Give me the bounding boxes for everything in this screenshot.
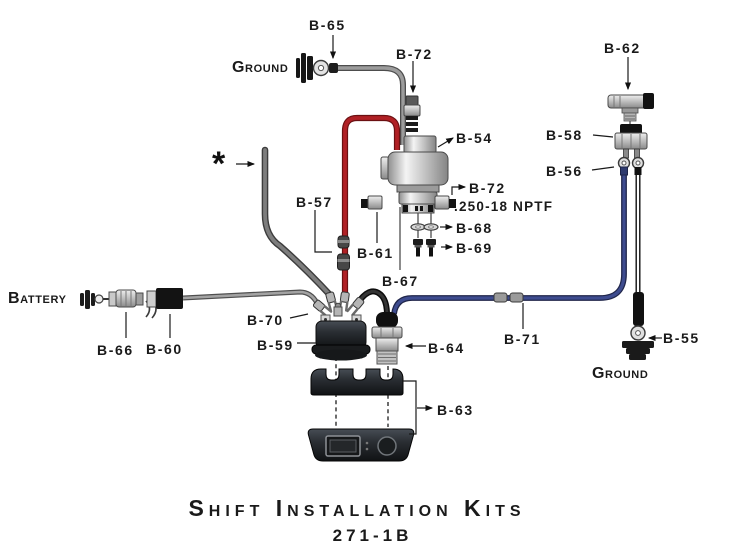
ground-wire-top	[338, 65, 406, 145]
diagram-model-number: 271-1B	[332, 526, 413, 545]
b60-connector	[146, 288, 183, 309]
battery-terminal	[80, 290, 110, 309]
label-b68: B-68	[456, 220, 493, 236]
label-b63: B-63	[437, 402, 474, 418]
b56-leader	[591, 166, 615, 171]
label-b54: B-54	[456, 130, 493, 146]
b72-fitting-top	[403, 95, 421, 132]
b54-solenoid	[380, 135, 449, 214]
b63-housing	[307, 368, 415, 462]
label-nptf: .250-18 NPTF	[454, 199, 554, 214]
label-asterisk: *	[212, 145, 226, 183]
label-b67: B-67	[382, 273, 419, 289]
b56-ring-terminals	[617, 156, 645, 176]
label-b64: B-64	[428, 340, 465, 356]
label-b57: B-57	[296, 194, 333, 210]
b72-fitting-side	[434, 195, 456, 210]
label-b66: B-66	[97, 342, 134, 358]
label-b71: B-71	[504, 331, 541, 347]
diagram-title: Shift Installation Kits	[188, 495, 526, 521]
label-ground-top: Ground	[232, 59, 289, 76]
label-b61: B-61	[357, 245, 394, 261]
label-b59: B-59	[257, 337, 294, 353]
label-b65: B-65	[309, 17, 346, 33]
asterisk-wire	[261, 146, 334, 299]
ground-connector-top	[296, 53, 338, 83]
label-b72-top: B-72	[396, 46, 433, 62]
b62-fitting	[607, 93, 654, 122]
black-jumper-wire	[357, 288, 390, 316]
b58-leader	[592, 134, 614, 138]
b68-washers	[410, 223, 439, 231]
b57-fittings	[337, 235, 350, 271]
b57-leader	[314, 210, 332, 253]
b72-side-leader	[451, 183, 467, 195]
label-b72-side: B-72	[469, 180, 506, 196]
b70-leader	[289, 313, 309, 319]
b59-breaker	[311, 302, 371, 361]
label-b69: B-69	[456, 240, 493, 256]
b71-connectors	[493, 292, 524, 303]
label-b62: B-62	[604, 40, 641, 56]
b64-switch	[371, 312, 403, 365]
label-battery: Battery	[8, 290, 67, 307]
b61-fitting	[361, 195, 383, 210]
blue-wire	[391, 173, 627, 315]
b55-ground-terminal	[622, 292, 654, 360]
label-b56: B-56	[546, 163, 583, 179]
battery-cable	[182, 289, 320, 305]
label-b60: B-60	[146, 341, 183, 357]
b66-fuse-holder	[108, 289, 157, 319]
red-wire	[341, 114, 401, 294]
label-b58: B-58	[546, 127, 583, 143]
label-b55: B-55	[663, 330, 700, 346]
b69-bolts	[413, 239, 436, 257]
leader-lines	[125, 35, 662, 435]
label-b70: B-70	[247, 312, 284, 328]
b54-leader	[437, 137, 454, 148]
b58-switch	[614, 124, 648, 159]
label-ground-bottom: Ground	[592, 365, 649, 382]
b63-bracket	[403, 380, 417, 435]
